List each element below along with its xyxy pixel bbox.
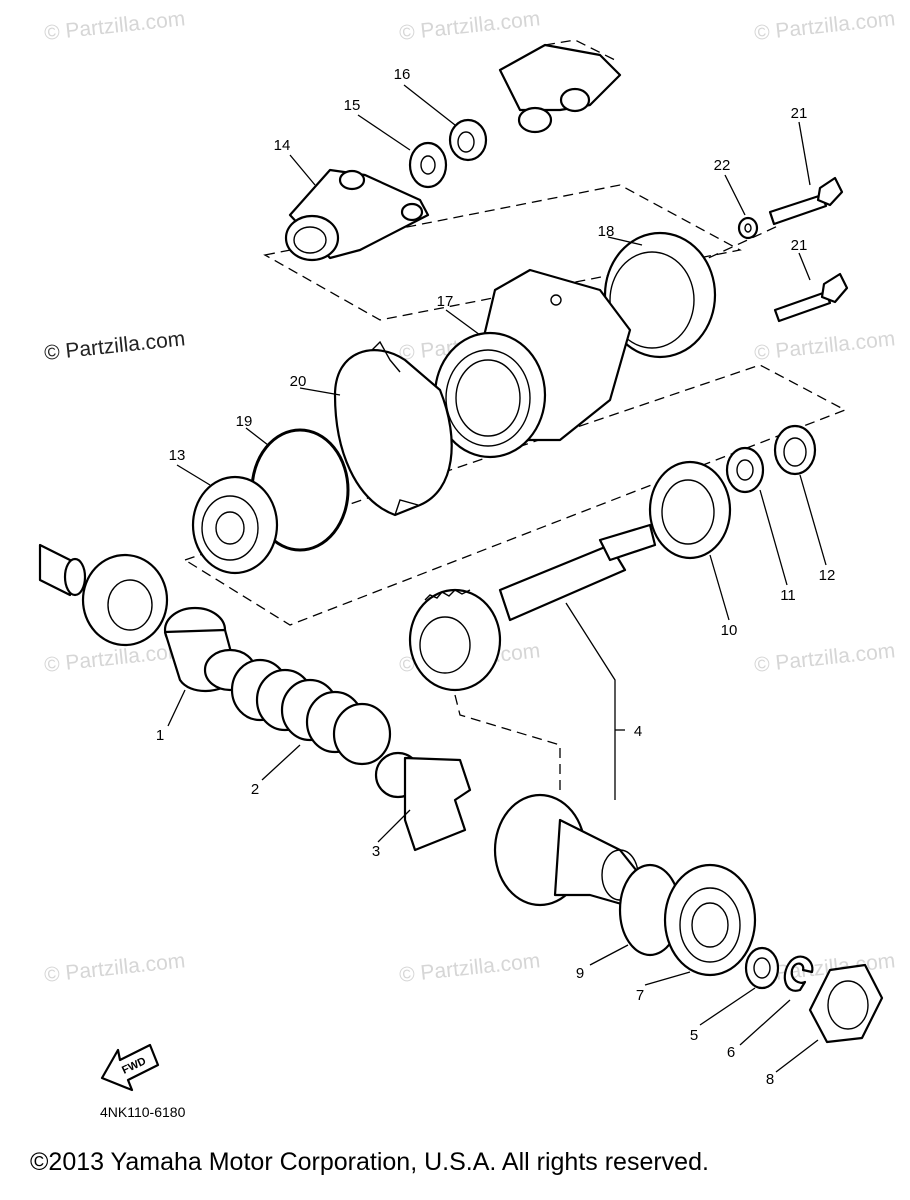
- callout-18: 18: [598, 223, 615, 240]
- watermark-prominent: © Partzilla.com: [43, 327, 186, 365]
- shaft-axis-line: [454, 694, 561, 790]
- watermark: © Partzilla.com: [753, 327, 896, 365]
- lock-washer: [783, 955, 814, 992]
- callout-14: 14: [274, 137, 291, 154]
- nut: [448, 118, 488, 162]
- callout-17: 17: [437, 293, 454, 310]
- drive-pinion-gear: [408, 523, 657, 692]
- callout-3: 3: [372, 843, 380, 860]
- callout-labels: 1 2 3 4 5 6 7 8 9 10 11 12 13 14 15 16 1…: [156, 66, 836, 1088]
- watermark: © Partzilla.com: [398, 949, 541, 987]
- bolt-upper: [768, 176, 844, 226]
- leader-lines: [167, 84, 827, 1073]
- copyright-notice: ©2013 Yamaha Motor Corporation, U.S.A. A…: [30, 1148, 709, 1176]
- shaft-bearing: [81, 553, 169, 647]
- bolt-lower: [773, 272, 849, 323]
- callout-2: 2: [251, 781, 259, 798]
- spring: [230, 658, 392, 766]
- callout-4: 4: [634, 723, 642, 740]
- watermark: © Partzilla.com: [43, 949, 186, 987]
- callout-21-upper: 21: [791, 105, 808, 122]
- callout-19: 19: [236, 413, 253, 430]
- watermark: © Partzilla.com: [398, 7, 541, 45]
- watermark: © Partzilla.com: [753, 639, 896, 677]
- universal-joint: [498, 39, 622, 134]
- callout-21-lower: 21: [791, 237, 808, 254]
- shim-plate: [333, 340, 453, 517]
- watermark: © Partzilla.com: [43, 639, 186, 677]
- callout-6: 6: [727, 1044, 735, 1061]
- drive-shaft-stub: [38, 543, 87, 597]
- bearing: [191, 475, 279, 575]
- callout-1: 1: [156, 727, 164, 744]
- assembly-plane-upper: [263, 184, 742, 321]
- plain-washer: [737, 216, 759, 240]
- yoke: [284, 168, 430, 262]
- callout-8: 8: [766, 1071, 774, 1088]
- bearing: [663, 863, 757, 977]
- spring-cam: [374, 751, 472, 852]
- callout-15: 15: [344, 97, 361, 114]
- callout-5: 5: [690, 1027, 698, 1044]
- washer: [744, 946, 780, 990]
- fwd-arrow-icon: FWD: [100, 1043, 160, 1092]
- washer: [725, 446, 765, 494]
- oil-seal: [773, 424, 817, 476]
- callout-20: 20: [290, 373, 307, 390]
- watermark: © Partzilla.com: [753, 7, 896, 45]
- bearing-housing: [433, 268, 632, 459]
- callout-12: 12: [819, 567, 836, 584]
- washer: [408, 141, 448, 189]
- callout-9: 9: [576, 965, 584, 982]
- collar: [163, 606, 257, 693]
- nut: [808, 963, 884, 1044]
- callout-10: 10: [721, 622, 738, 639]
- bearing: [648, 460, 732, 560]
- watermark: © Partzilla.com: [43, 7, 186, 45]
- ring-gear: [493, 793, 642, 907]
- callout-22: 22: [714, 157, 731, 174]
- diagram-code: 4NK110-6180: [100, 1104, 186, 1120]
- callout-11: 11: [780, 587, 796, 604]
- callout-16: 16: [394, 66, 411, 83]
- callout-7: 7: [636, 987, 644, 1004]
- callout-13: 13: [169, 447, 186, 464]
